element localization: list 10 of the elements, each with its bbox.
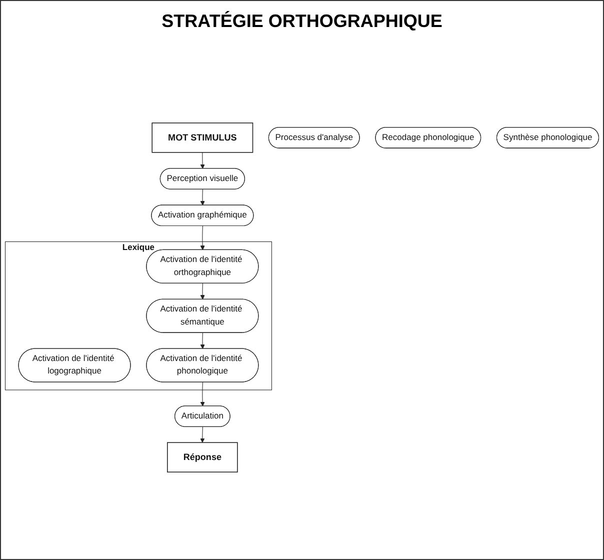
arrow bbox=[200, 382, 205, 406]
node-box: MOT STIMULUS bbox=[152, 122, 254, 153]
diagram-title: STRATÉGIE ORTHOGRAPHIQUE bbox=[162, 11, 442, 32]
arrow bbox=[200, 426, 205, 443]
arrow bbox=[200, 152, 205, 169]
arrow bbox=[200, 332, 205, 349]
arrow bbox=[200, 283, 205, 300]
arrow bbox=[200, 189, 205, 206]
arrow bbox=[200, 226, 205, 250]
node-box: Réponse bbox=[167, 442, 238, 472]
